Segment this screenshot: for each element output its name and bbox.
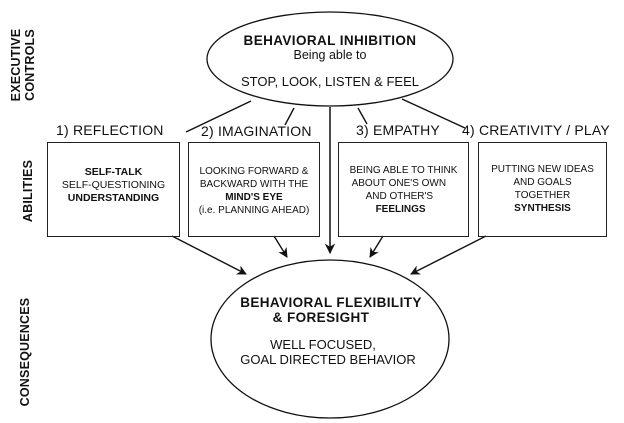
ability-heading-empathy: 3) EMPATHY xyxy=(356,122,440,138)
arrow-creativity-to-flexibility xyxy=(410,235,487,275)
imagination-line: BACKWARD WITH THE xyxy=(199,178,309,190)
empathy-line: BEING ABLE TO THINK xyxy=(349,164,458,176)
reflection-line: UNDERSTANDING xyxy=(67,192,160,204)
behavioral-inhibition-actions: STOP, LOOK, LISTEN & FEEL xyxy=(241,74,419,89)
behavioral-flexibility-title-2: & FORESIGHT xyxy=(272,310,370,325)
creativity-line: SYNTHESIS xyxy=(514,203,571,214)
empathy-line: ABOUT ONE'S OWN xyxy=(351,177,447,189)
ability-box-reflection: SELF-TALK SELF-QUESTIONING UNDERSTANDING xyxy=(47,142,180,237)
behavioral-flexibility-text-2: GOAL DIRECTED BEHAVIOR xyxy=(240,352,416,367)
imagination-line: MIND'S EYE xyxy=(225,191,283,203)
arrow-empathy-to-flexibility xyxy=(369,235,384,258)
imagination-line: (i.e. PLANNING AHEAD) xyxy=(198,204,310,216)
arrow-reflection-to-flexibility xyxy=(171,235,247,275)
line-to-imagination xyxy=(284,107,295,126)
behavioral-inhibition-node: BEHAVIORAL INHIBITION Being able to STOP… xyxy=(207,33,453,89)
creativity-line: PUTTING NEW IDEAS xyxy=(491,164,594,175)
ability-box-imagination: LOOKING FORWARD & BACKWARD WITH THE MIND… xyxy=(188,142,320,237)
ability-heading-creativity: 4) CREATIVITY / PLAY xyxy=(462,122,610,138)
behavioral-flexibility-title: BEHAVIORAL FLEXIBILITY xyxy=(240,295,422,310)
executive-label-line2: CONTROLS xyxy=(23,29,37,101)
empathy-line: AND OTHER'S xyxy=(365,190,434,202)
behavioral-inhibition-subtitle: Being able to xyxy=(293,48,367,62)
consequences-label-text: CONSEQUENCES xyxy=(18,297,32,407)
reflection-line: SELF-TALK xyxy=(84,166,143,178)
behavioral-inhibition-ellipse xyxy=(206,11,454,107)
behavioral-flexibility-text-1: WELL FOCUSED, xyxy=(270,337,376,352)
behavioral-flexibility-node: BEHAVIORAL FLEXIBILITY & FORESIGHT WELL … xyxy=(212,295,450,367)
ability-box-empathy: BEING ABLE TO THINK ABOUT ONE'S OWN AND … xyxy=(338,142,469,237)
executive-label-line1: EXECUTIVE xyxy=(9,28,23,102)
imagination-line: LOOKING FORWARD & xyxy=(199,165,309,177)
arrow-imagination-to-flexibility xyxy=(273,235,288,258)
empathy-line: FEELINGS xyxy=(375,203,426,215)
line-to-reflection xyxy=(185,100,252,133)
ability-heading-imagination: 2) IMAGINATION xyxy=(201,123,312,139)
abilities-label-text: ABILITIES xyxy=(21,159,35,223)
side-label-abilities: ABILITIES xyxy=(21,151,35,231)
behavioral-flexibility-ellipse xyxy=(210,259,450,419)
behavioral-inhibition-title: BEHAVIORAL INHIBITION xyxy=(243,33,417,48)
reflection-line: SELF-QUESTIONING xyxy=(61,179,166,191)
side-label-consequences: CONSEQUENCES xyxy=(18,292,32,412)
creativity-line: TOGETHER xyxy=(514,190,571,201)
line-to-creativity xyxy=(401,98,466,129)
line-to-empathy xyxy=(357,107,368,125)
creativity-line: AND GOALS xyxy=(513,177,572,188)
side-label-executive-controls: EXECUTIVE CONTROLS xyxy=(9,25,39,105)
ability-box-creativity: PUTTING NEW IDEAS AND GOALS TOGETHER SYN… xyxy=(478,142,607,237)
ability-heading-reflection: 1) REFLECTION xyxy=(56,122,164,138)
